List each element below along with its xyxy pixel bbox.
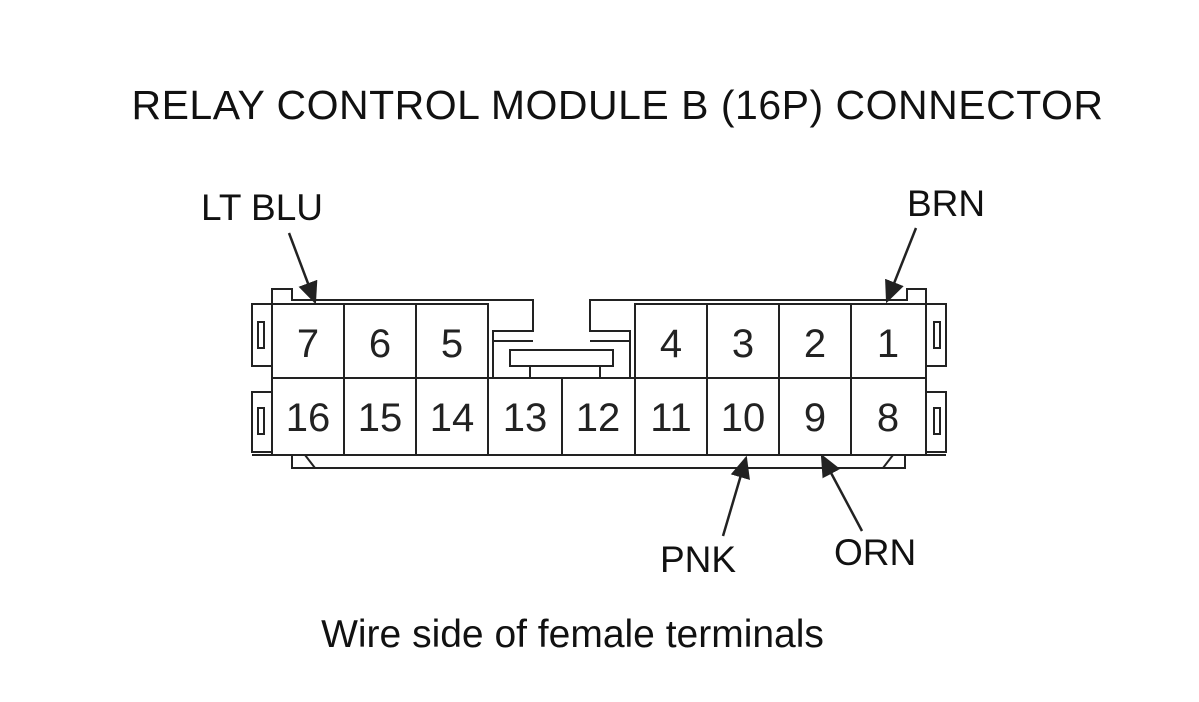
pin-7: 7 [297, 322, 319, 366]
wire-label-lt-blu: LT BLU [201, 187, 324, 228]
pin-3: 3 [732, 322, 754, 366]
pin-8: 8 [877, 396, 899, 440]
pin-4: 4 [660, 322, 682, 366]
pin-grid [271, 303, 927, 456]
wire-label-pnk: PNK [660, 539, 737, 580]
arrow-orn [820, 453, 864, 532]
diagram-caption: Wire side of female terminals [321, 613, 824, 656]
pin-5: 5 [441, 322, 463, 366]
pin-6: 6 [369, 322, 391, 366]
pin-9: 9 [804, 396, 826, 440]
pin-13: 13 [503, 396, 548, 440]
arrow-lt-blu [287, 232, 318, 305]
pin-10: 10 [721, 396, 766, 440]
pin-15: 15 [358, 396, 403, 440]
arrow-brn [885, 227, 918, 304]
pin-1: 1 [877, 322, 899, 366]
pin-12: 12 [576, 396, 621, 440]
pin-16: 16 [286, 396, 331, 440]
pin-14: 14 [430, 396, 475, 440]
pin-2: 2 [804, 322, 826, 366]
arrow-pnk [721, 455, 750, 537]
pin-numbers: 7 6 5 4 3 2 1 16 15 14 13 12 11 10 9 8 [286, 322, 899, 440]
callout-arrows [287, 227, 918, 537]
pin-11: 11 [650, 396, 692, 440]
diagram-title: RELAY CONTROL MODULE B (16P) CONNECTOR [131, 82, 1104, 128]
wire-label-brn: BRN [907, 183, 986, 224]
wire-label-orn: ORN [834, 532, 917, 573]
